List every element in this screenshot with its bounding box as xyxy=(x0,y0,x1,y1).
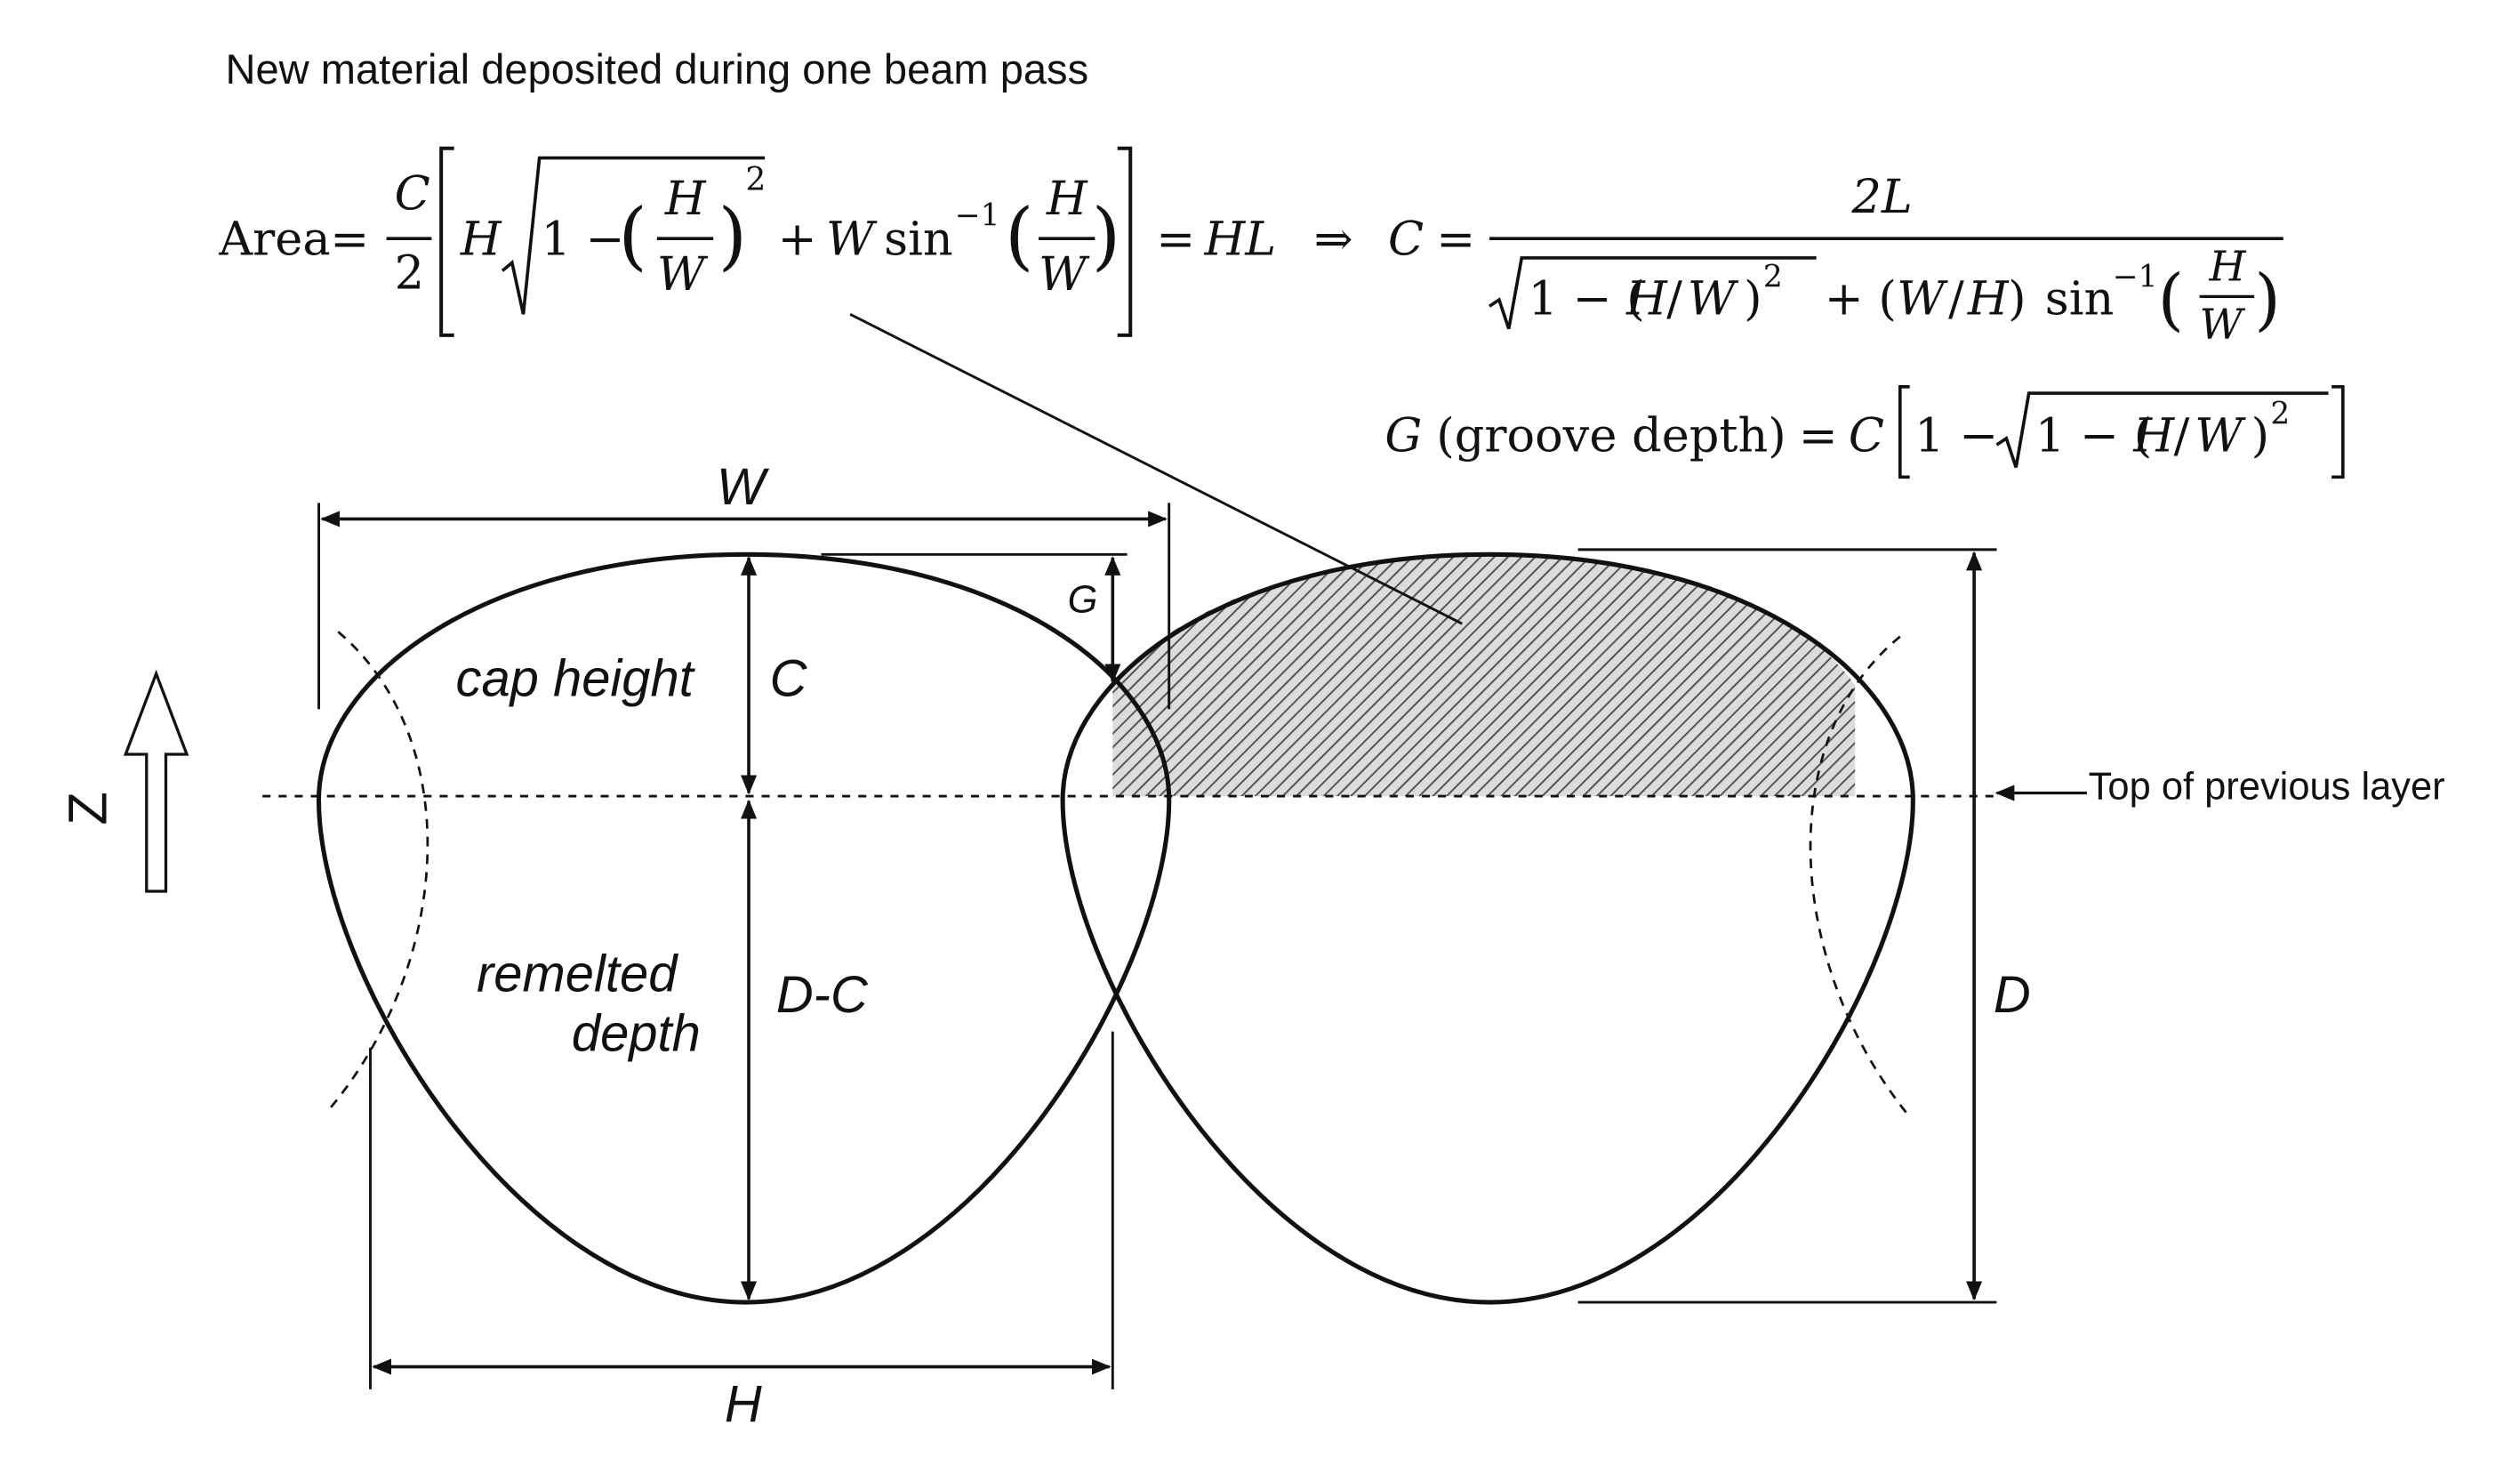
sin-inv-1: sin xyxy=(884,212,953,266)
leader-line xyxy=(849,313,1463,625)
exp-2-c: 2 xyxy=(2270,397,2290,432)
left-dashed-arc xyxy=(325,631,429,1114)
new-material-hatched-region xyxy=(1112,554,1856,797)
h-label: H xyxy=(725,1376,762,1433)
c-den-plus: + ( xyxy=(1825,271,1897,326)
right-bracket xyxy=(1117,146,1133,337)
frac-c-num: C xyxy=(395,167,430,221)
paren-close-3: ) xyxy=(2254,259,2281,338)
groove-right-bracket xyxy=(2331,385,2345,479)
paren-close-2: ) xyxy=(1092,193,1121,279)
sqrt-radical-1 xyxy=(501,156,766,315)
c-den-part1: 1 − ( xyxy=(1529,271,1645,326)
hw-num-1: H xyxy=(664,172,707,226)
area-label: Area xyxy=(218,212,330,266)
plus-w: + xyxy=(778,212,817,266)
paren-open-3: ( xyxy=(2158,259,2185,338)
exp-2-a: 2 xyxy=(745,160,766,198)
c-den-slash: / xyxy=(1666,271,1682,326)
area-rhs: HL xyxy=(1204,212,1277,266)
previous-layer-label: Top of previous layer xyxy=(2089,766,2445,809)
hw-num-2: H xyxy=(1046,172,1088,226)
groove-in-h: H xyxy=(2132,408,2175,463)
equals-hl: = xyxy=(1156,212,1195,266)
c-den-w2: W xyxy=(1897,271,1948,326)
caption-text: New material deposited during one beam p… xyxy=(226,45,1089,93)
cap-label: C xyxy=(770,651,808,708)
area-equals-sign: = xyxy=(330,212,369,266)
groove-in-close: ) xyxy=(2251,408,2269,463)
c-den-slash2: / xyxy=(1948,271,1964,326)
groove-in-slash: / xyxy=(2174,408,2190,463)
z-axis-label: Z xyxy=(58,792,119,825)
hw-num-3: H xyxy=(2209,242,2247,291)
g-label: G xyxy=(1068,579,1098,622)
groove-left-bracket xyxy=(1898,385,1910,479)
c-equals: = xyxy=(1436,212,1475,266)
c-den-w: W xyxy=(1688,271,1739,326)
c-den-hw: H xyxy=(1625,271,1668,326)
frac-c-den: 2 xyxy=(395,246,424,300)
right-melt-pool-outline xyxy=(1060,551,1915,1305)
hw-den-2: W xyxy=(1039,247,1090,302)
z-axis-arrow-icon xyxy=(123,669,189,893)
exp-minus1-a: −1 xyxy=(955,198,1000,234)
area-equation: Area = C 2 H 1 − ( H W ) 2 + W sin −1 ( … xyxy=(218,146,1475,337)
groove-label: (groove depth) xyxy=(1436,408,1786,463)
left-bracket xyxy=(439,146,454,337)
groove-one-minus: 1 − xyxy=(1914,408,1998,463)
cap-height-text: cap height xyxy=(455,651,695,708)
sin-inv-2: sin xyxy=(2045,271,2115,326)
left-melt-pool-outline xyxy=(317,551,1172,1305)
paren-open-2: ( xyxy=(1005,193,1034,279)
groove-c: C xyxy=(1849,408,1884,463)
c-equation: 2L 1 − ( H / W ) 2 + ( W / H ) sin −1 ( … xyxy=(1489,170,2283,350)
right-dashed-arc xyxy=(1809,635,1911,1118)
d-label: D xyxy=(1994,967,2031,1024)
paren-close-1: ) xyxy=(718,193,748,279)
one-minus: 1 − xyxy=(541,212,624,266)
c-den-h2: H xyxy=(1967,271,2010,326)
c-var: C xyxy=(1388,212,1424,266)
groove-in-w: W xyxy=(2195,408,2246,463)
w-var-1: W xyxy=(826,212,878,266)
groove-equation: G (groove depth) = C 1 − 1 − ( H / W ) 2 xyxy=(1384,385,2345,479)
hw-den-3: W xyxy=(2200,300,2246,349)
sqrt-radical-3 xyxy=(1995,391,2329,469)
groove-var: G xyxy=(1384,408,1422,463)
c-den-close: ) xyxy=(1744,271,1762,326)
paren-open-1: ( xyxy=(618,193,647,279)
implies-arrow: ⇒ xyxy=(1314,212,1353,266)
w-label: W xyxy=(717,459,770,516)
c-den-close2: ) xyxy=(2008,271,2026,326)
remelted-text-line2: depth xyxy=(572,1005,701,1062)
sqrt-radical-2 xyxy=(1489,256,1817,330)
exp-2-b: 2 xyxy=(1763,260,1783,295)
groove-in-1: 1 − ( xyxy=(2035,408,2152,463)
remelted-diff-label: D-C xyxy=(776,967,869,1024)
exp-minus1-b: −1 xyxy=(2113,260,2158,295)
remelted-text-line1: remelted xyxy=(477,946,678,1002)
c-numerator: 2L xyxy=(1850,170,1912,224)
groove-equals: = xyxy=(1799,408,1838,463)
hw-den-1: W xyxy=(657,247,709,302)
h-var-1: H xyxy=(460,212,502,266)
